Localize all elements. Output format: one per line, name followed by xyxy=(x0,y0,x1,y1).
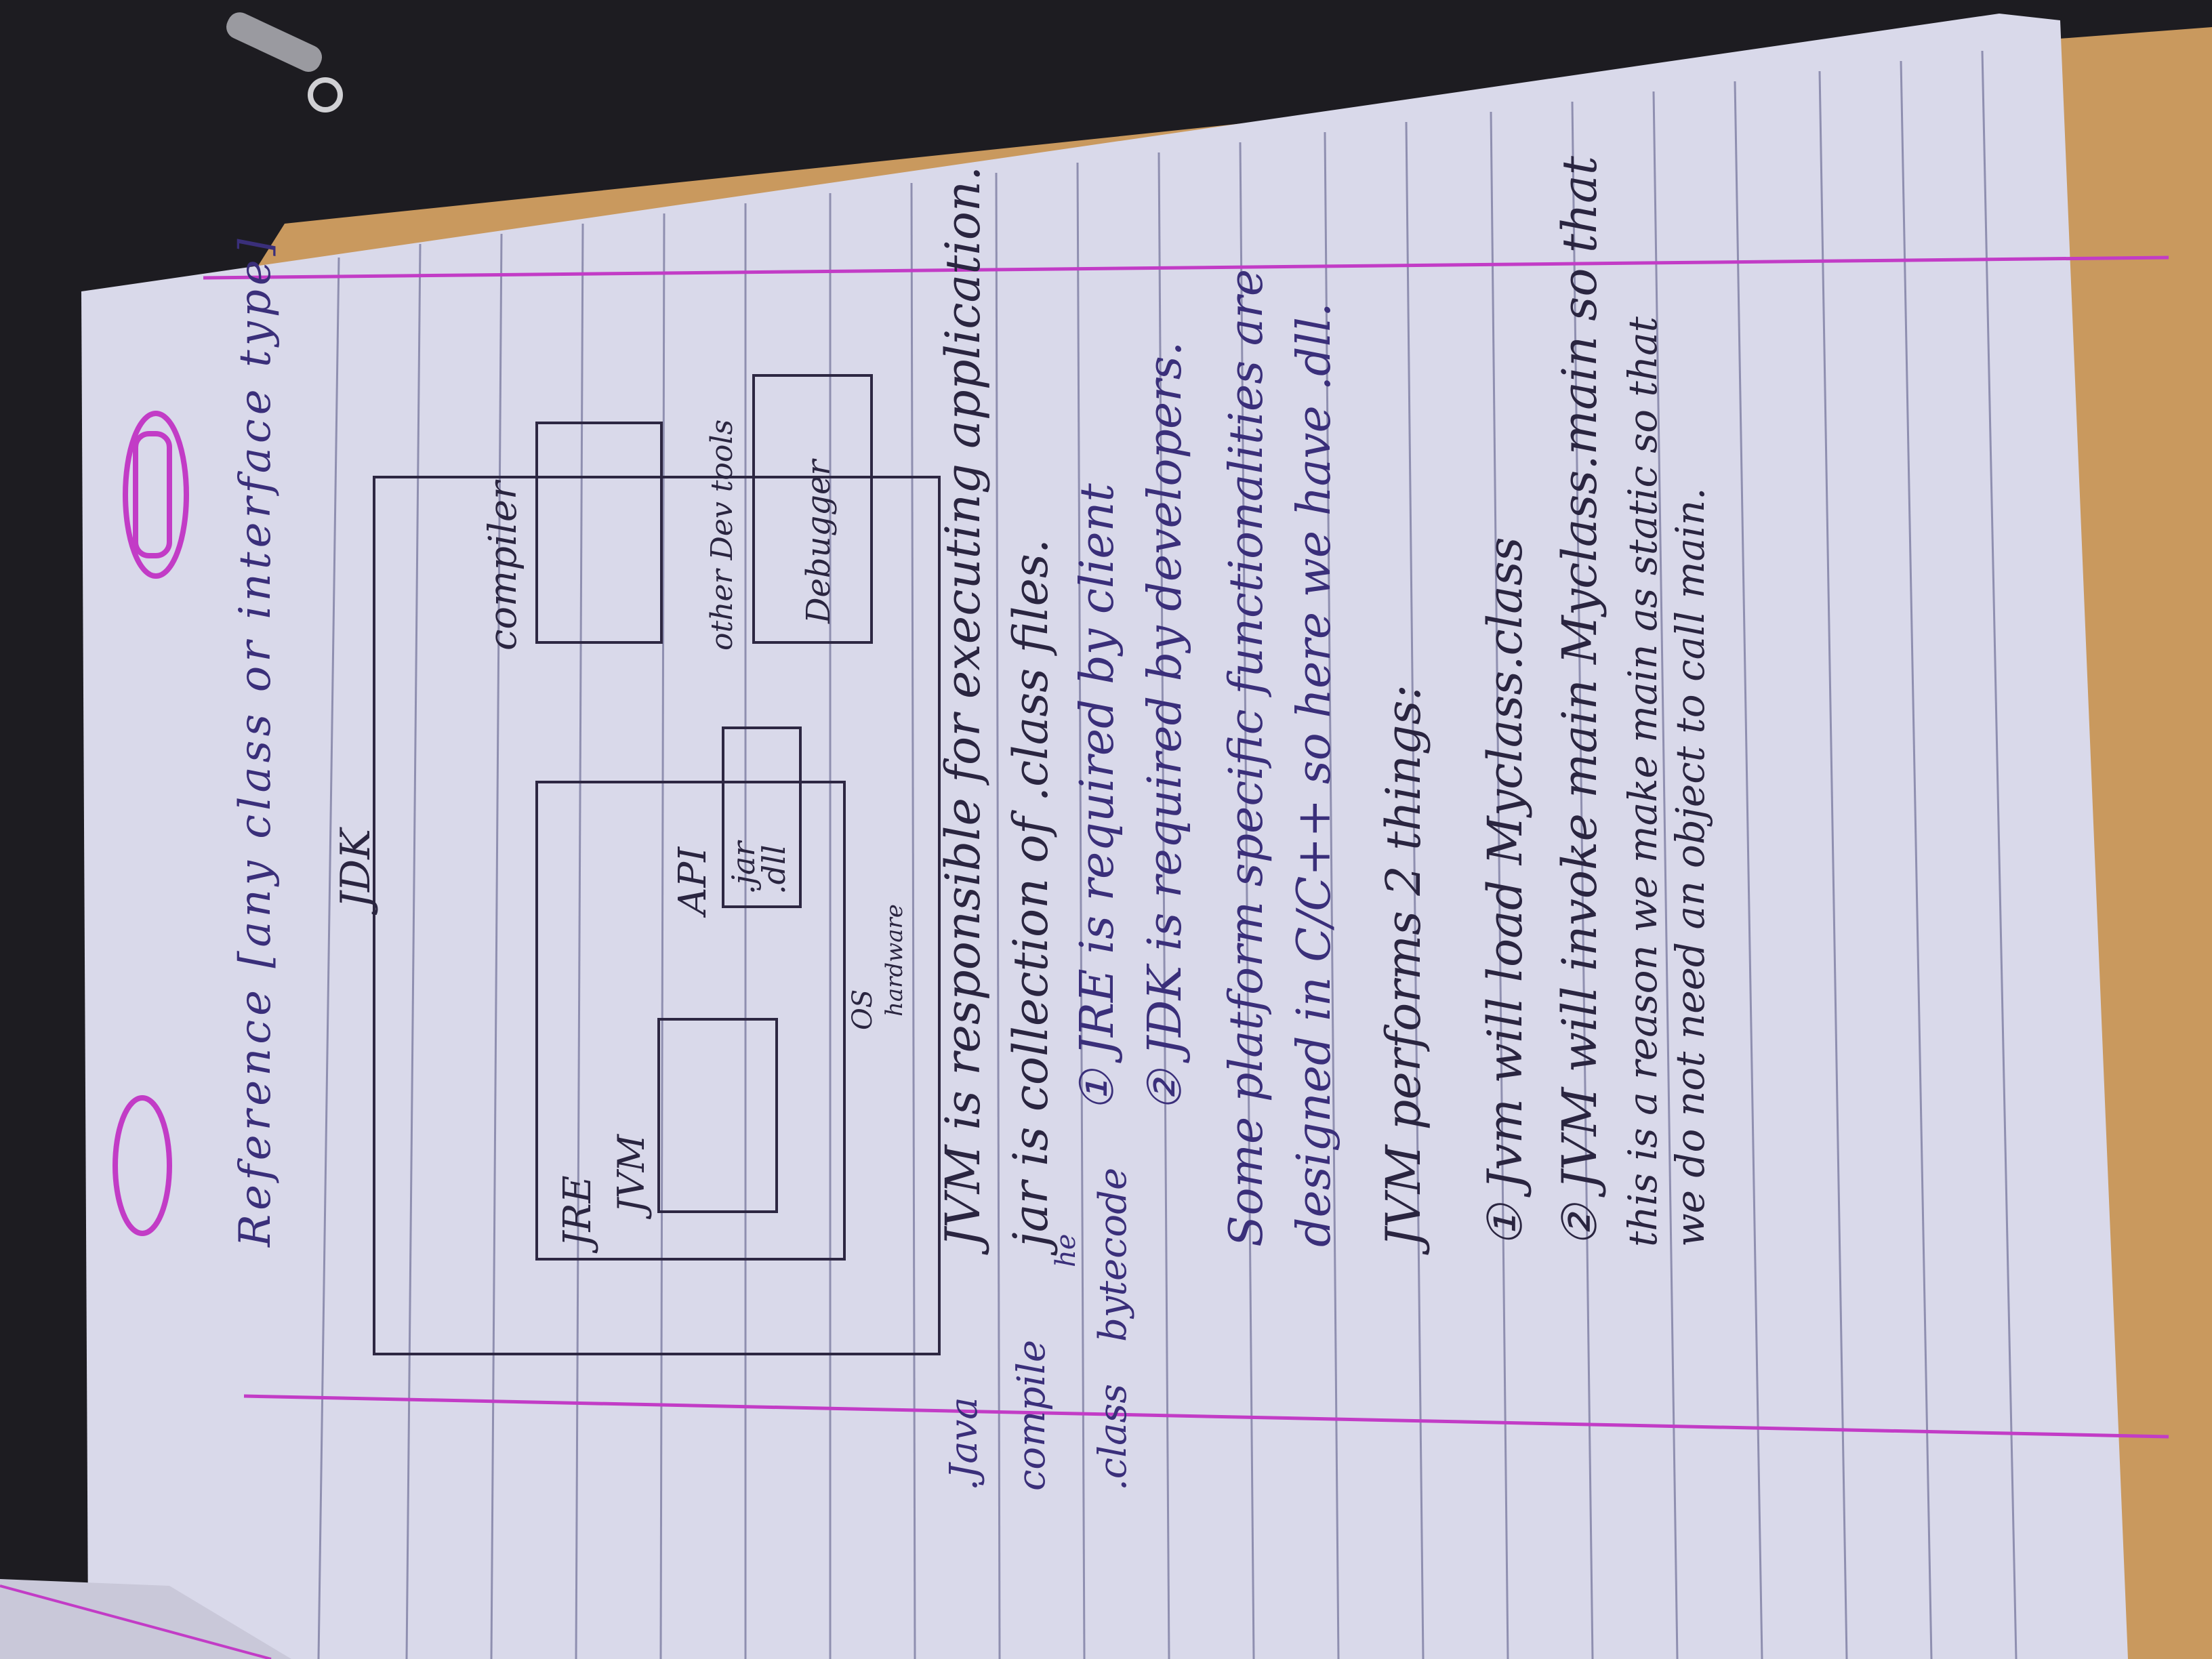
other-dev-tools-label: other Dev tools xyxy=(705,419,739,651)
ruled-lines xyxy=(317,50,2018,1659)
facing-page-margin xyxy=(0,1584,272,1659)
sentence-jvm-performs: JVM performs 2 things: xyxy=(1376,684,1431,1247)
jre-label: JRE xyxy=(556,1175,600,1248)
item-load-class: ① Jvm will load Myclass.class xyxy=(1477,537,1533,1247)
reference-note: Reference [any class or interface type] xyxy=(230,234,281,1247)
flow-bytecode: bytecode xyxy=(1091,1167,1135,1342)
handwritten-notes: Reference [any class or interface type] … xyxy=(203,122,2142,1491)
point-jdk-developers: ② JDK is required by developers. xyxy=(1139,341,1192,1111)
metal-keyring xyxy=(226,12,323,73)
item-no-object: we do not need an object to call main. xyxy=(1667,487,1713,1247)
compiler-label: compiler xyxy=(481,481,525,651)
hardware-label: hardware xyxy=(881,904,908,1017)
os-label: OS xyxy=(847,989,878,1030)
notebook-page xyxy=(81,14,2128,1659)
sentence-jvm-responsible: JVM is responsible for executing applica… xyxy=(935,165,991,1247)
jdk-label: JDK xyxy=(332,829,380,908)
jvm-box xyxy=(657,1018,778,1213)
item-static-reason: this is a reason we make main as static … xyxy=(1620,316,1666,1247)
jvm-label: JVM xyxy=(610,1134,653,1213)
facing-page xyxy=(0,1579,291,1659)
flow-compile: compile xyxy=(1010,1340,1054,1491)
margin-line-bottom xyxy=(243,1394,2169,1439)
api-dll: .dll xyxy=(756,844,792,895)
api-label: API xyxy=(671,846,715,915)
notebook-logo xyxy=(112,411,189,1236)
point-jre-client: ① JRE is required by client xyxy=(1071,483,1124,1111)
flow-java: .Java xyxy=(942,1397,986,1491)
debugger-label: Debugger xyxy=(800,459,838,623)
sentence-platform-b: designed in C/C++ so here we have .dll. xyxy=(1288,302,1341,1247)
sentence-platform-a: Some platform specific functionalities a… xyxy=(1220,268,1273,1247)
keyring-loop xyxy=(308,77,343,112)
flow-class: .class xyxy=(1091,1384,1135,1491)
sentence-jar-collection: jar is collection of .class files. xyxy=(1003,538,1059,1247)
item-invoke-main: ② JVM will invoke main Myclass.main so t… xyxy=(1552,156,1607,1247)
margin-line-top xyxy=(203,255,2169,280)
compiler-box xyxy=(535,422,663,644)
